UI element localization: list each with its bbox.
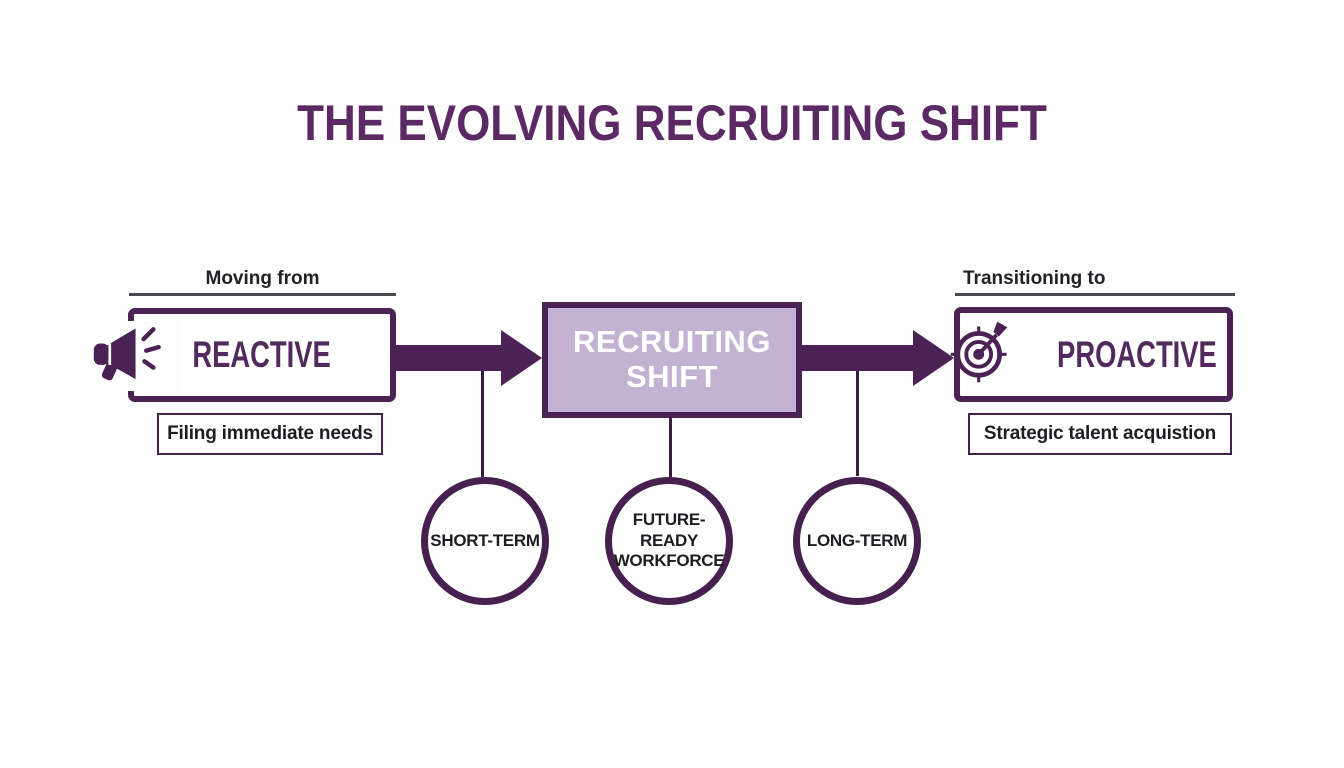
connector-short-term <box>481 371 484 477</box>
proactive-box: PROACTIVE <box>950 307 1233 402</box>
short-term-label: SHORT-TERM <box>430 530 540 550</box>
connector-long-term <box>856 371 859 476</box>
moving-from-underline <box>129 293 396 296</box>
reactive-caption: Filing immediate needs <box>167 423 373 444</box>
long-term-circle: LONG-TERM <box>793 477 921 605</box>
page-title: THE EVOLVING RECRUITING SHIFT <box>297 95 1047 151</box>
transitioning-to-underline <box>955 293 1235 296</box>
future-ready-circle: FUTURE-READY WORKFORCE <box>605 477 733 605</box>
moving-from-label: Moving from <box>205 268 320 289</box>
recruiting-shift-label: RECRUITING SHIFT <box>573 324 771 394</box>
megaphone-icon <box>86 321 178 391</box>
long-term-label: LONG-TERM <box>806 530 908 550</box>
reactive-label: REACTIVE <box>192 334 332 375</box>
proactive-caption: Strategic talent acquistion <box>983 423 1217 444</box>
arrow-shift-to-proactive-head <box>913 330 954 386</box>
arrow-reactive-to-shift <box>396 345 502 371</box>
proactive-caption-box: Strategic talent acquistion <box>968 413 1232 455</box>
transitioning-to-label: Transitioning to <box>963 268 1106 289</box>
connector-future-ready <box>669 418 672 478</box>
arrow-reactive-to-shift-head <box>501 330 542 386</box>
short-term-circle: SHORT-TERM <box>421 477 549 605</box>
reactive-caption-box: Filing immediate needs <box>157 413 383 455</box>
recruiting-shift-box: RECRUITING SHIFT <box>542 302 802 418</box>
future-ready-label: FUTURE-READY WORKFORCE <box>613 510 725 571</box>
arrow-shift-to-proactive <box>801 345 914 371</box>
target-icon <box>949 321 1013 388</box>
proactive-label: PROACTIVE <box>1056 333 1217 375</box>
